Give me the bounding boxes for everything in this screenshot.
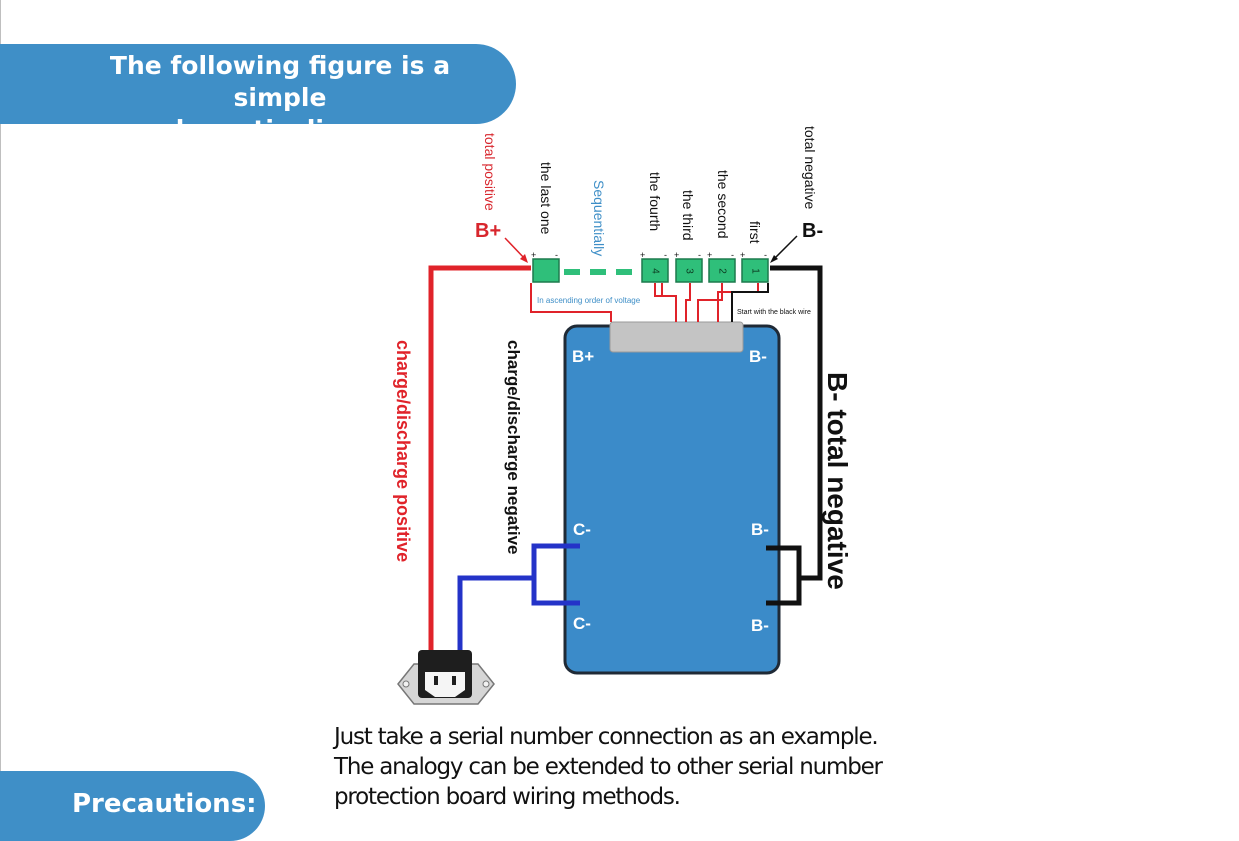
- charge-negative-wire: [457, 575, 534, 650]
- b-plus-arrowhead: [520, 254, 528, 263]
- board-c-minus-2: C-: [573, 614, 591, 633]
- cell-2: [708, 258, 736, 283]
- balance-wires: [530, 283, 759, 322]
- protection-board: [563, 324, 781, 675]
- label-total-positive: total positive: [482, 133, 498, 211]
- label-second: the second: [715, 170, 731, 239]
- precautions-banner: Precautions:: [0, 771, 265, 841]
- label-charge-negative: charge/discharge negative: [504, 340, 523, 554]
- label-last-one: the last one: [538, 162, 554, 235]
- cell-1: [741, 258, 769, 283]
- svg-text:-: -: [698, 250, 701, 260]
- example-caption: Just take a serial number connection as …: [334, 722, 954, 812]
- b-minus-arrow: [772, 235, 798, 261]
- cell-4-number: 4: [649, 268, 660, 274]
- positive-wire: [428, 265, 531, 650]
- svg-text:-: -: [664, 250, 667, 260]
- power-socket-icon: [397, 650, 495, 705]
- svg-text:+: +: [740, 250, 745, 260]
- cell-3-number: 3: [683, 268, 694, 274]
- black-balance-wire: [731, 283, 769, 322]
- svg-text:+: +: [707, 250, 712, 260]
- label-b-plus: B+: [475, 220, 501, 242]
- b-plus-arrow: [504, 237, 527, 261]
- label-charge-positive: charge/discharge positive: [393, 340, 413, 562]
- label-fourth: the fourth: [647, 172, 663, 231]
- b-minus-arrowhead: [770, 255, 778, 263]
- svg-text:+: +: [531, 250, 536, 260]
- cell-3: [675, 258, 703, 283]
- negative-wire: [770, 265, 823, 581]
- cell-last: [532, 258, 560, 283]
- label-first: first: [747, 221, 763, 244]
- board-b-plus: B+: [572, 347, 594, 366]
- label-sequentially: Sequentially: [591, 180, 607, 256]
- cell-polarity-marks: + - + - + - + - + -: [531, 250, 767, 260]
- label-total-negative: total negative: [802, 126, 818, 209]
- svg-text:-: -: [555, 250, 558, 260]
- cell-4: [641, 258, 669, 283]
- board-b-minus: B-: [749, 347, 767, 366]
- title-banner: The following figure is a simple schemat…: [0, 44, 516, 144]
- board-c-minus-1: C-: [573, 520, 591, 539]
- cell-1-number: 1: [749, 268, 760, 274]
- note-start-black: Start with the black wire: [737, 309, 811, 316]
- note-ascending: In ascending order of voltage: [537, 296, 641, 305]
- svg-text:+: +: [640, 250, 645, 260]
- caption-line-2: The analogy can be extended to other ser…: [334, 754, 883, 780]
- title-line-2: schematic diagram: [146, 115, 414, 144]
- svg-text:-: -: [764, 250, 767, 260]
- precautions-label: Precautions:: [72, 789, 257, 819]
- label-b-minus: B-: [802, 220, 823, 242]
- page-left-border: [0, 0, 1, 828]
- board-connector: [609, 321, 744, 353]
- label-b-total-negative: B- total negative: [822, 372, 853, 590]
- caption-line-1: Just take a serial number connection as …: [334, 724, 879, 750]
- b-minus-bracket: [766, 545, 802, 606]
- board-b-minus-2: B-: [751, 520, 769, 539]
- cell-2-number: 2: [716, 268, 727, 274]
- page-title: The following figure is a simple schemat…: [60, 50, 500, 146]
- svg-text:+: +: [674, 250, 679, 260]
- c-minus-bracket: [531, 543, 580, 606]
- title-line-1: The following figure is a simple: [109, 51, 451, 112]
- caption-line-3: protection board wiring methods.: [334, 784, 681, 810]
- label-third: the third: [680, 190, 696, 241]
- board-b-minus-3: B-: [751, 616, 769, 635]
- svg-text:-: -: [731, 250, 734, 260]
